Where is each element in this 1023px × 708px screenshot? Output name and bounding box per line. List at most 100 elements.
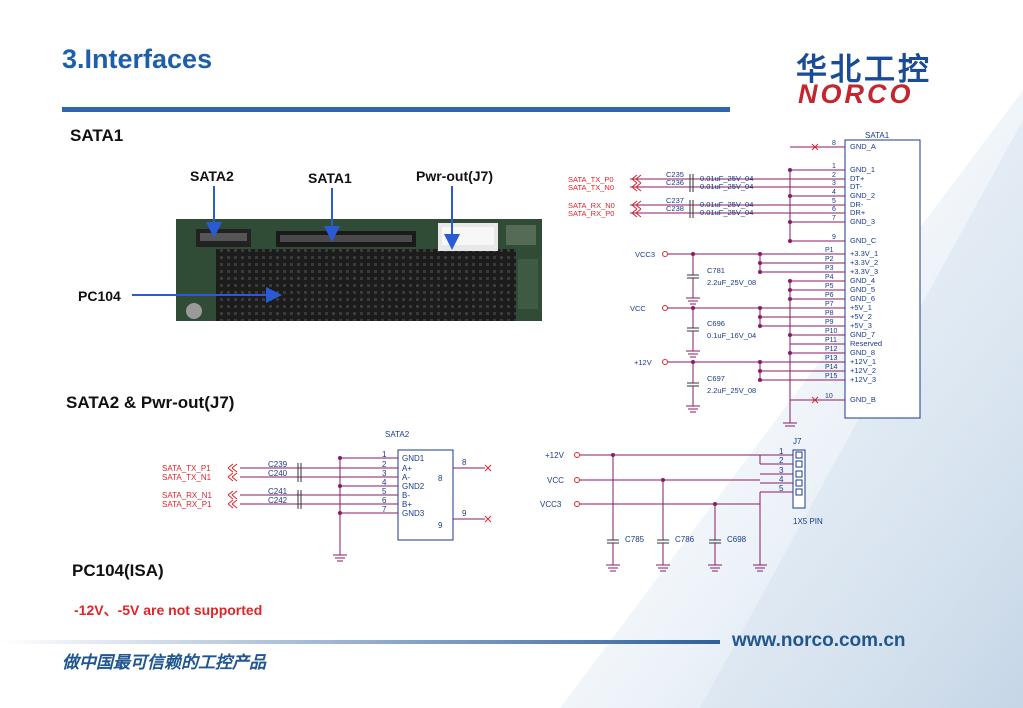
logo-english: NORCO: [798, 79, 914, 109]
cap-ref: C785: [625, 535, 645, 544]
pin-number-inner: 8: [438, 474, 443, 483]
pin-number: 7: [382, 505, 387, 514]
cap-value: 0.01uF_25V_04: [700, 182, 753, 191]
pin-name: DT+: [850, 174, 865, 183]
connector-title: SATA1: [865, 131, 890, 140]
photo-label-pwr-out: Pwr-out(J7): [416, 168, 493, 184]
cap-value: 0.01uF_25V_04: [700, 174, 753, 183]
pin-name: B-: [402, 491, 410, 500]
footer-divider: [0, 640, 720, 644]
rail-terminal: [662, 305, 668, 311]
pin-name: GND_6: [850, 294, 875, 303]
pin-name: GND_8: [850, 348, 875, 357]
pin-number: P5: [825, 283, 834, 290]
net-arrow: [631, 200, 642, 210]
coupling-capacitor: [297, 490, 302, 500]
unsupported-voltage-note: -12V、-5V are not supported: [74, 602, 263, 618]
pin-number: P4: [825, 274, 834, 281]
cap-ref: C781: [707, 266, 725, 275]
cap-ref: C242: [268, 496, 288, 505]
cap-ref: C697: [707, 374, 725, 383]
pin-number: 9: [832, 234, 836, 241]
pin-number: P10: [825, 328, 838, 335]
cap-ref: C236: [666, 178, 684, 187]
footer-url: www.norco.com.cn: [732, 630, 906, 651]
pin-number: 5: [779, 484, 784, 493]
pin-pad: [795, 460, 803, 468]
photo-label-pc104: PC104: [78, 288, 121, 304]
pin-number: 1: [779, 447, 784, 456]
page-title: 3.Interfaces: [62, 44, 213, 74]
net-arrow-chevron: [227, 490, 238, 500]
section-heading-sata1: SATA1: [70, 126, 124, 145]
pin-name: GND_B: [850, 395, 876, 404]
pin-name: GND3: [402, 509, 425, 518]
pin-pad: [795, 470, 803, 478]
pin-number: P9: [825, 319, 834, 326]
net-arrow: [227, 463, 238, 473]
wire: [484, 464, 492, 472]
rail-name: +12V: [634, 358, 652, 367]
pin-number: 1: [832, 163, 836, 170]
cap-ref: C238: [666, 204, 684, 213]
logo-chinese: 华北工控: [796, 52, 932, 88]
connector-body: [397, 449, 454, 541]
pin-name: +3.3V_3: [850, 267, 878, 276]
pin-number: 8: [462, 458, 467, 467]
pin-name: GND_1: [850, 165, 875, 174]
pin-number: 8: [832, 140, 836, 147]
pin-number: 6: [382, 496, 387, 505]
pin-number: 4: [779, 475, 784, 484]
decoupling-capacitor: [687, 382, 699, 387]
cap-ref: C696: [707, 319, 725, 328]
cap-value: 0.01uF_25V_04: [700, 200, 753, 209]
pin-number: 9: [462, 509, 467, 518]
cap-ref: C786: [675, 535, 695, 544]
pin-name: +5V_3: [850, 321, 872, 330]
photo-label-sata2: SATA2: [190, 168, 234, 184]
net-arrow-chevron: [631, 208, 642, 218]
section-heading-pc104: PC104(ISA): [72, 561, 164, 580]
decoupling-capacitor: [657, 539, 669, 544]
pin-name: DT-: [850, 182, 863, 191]
net-name: SATA_TX_N1: [162, 473, 212, 482]
pin-number: P14: [825, 364, 838, 371]
footer-slogan: 做中国最可信赖的工控产品: [62, 653, 266, 673]
pin-number-inner: 9: [438, 521, 443, 530]
pin-number: P7: [825, 301, 834, 308]
pin-name: GND_2: [850, 191, 875, 200]
net-name: SATA_TX_P1: [162, 464, 211, 473]
cap-ref: C235: [666, 170, 684, 179]
pin-number: P1: [825, 247, 834, 254]
pin-name: GND_4: [850, 276, 875, 285]
pin-number: P8: [825, 310, 834, 317]
ground-symbol: [656, 560, 670, 572]
net-name: SATA_TX_P0: [568, 175, 614, 184]
net-arrow-chevron: [631, 200, 642, 210]
net-arrow: [631, 208, 642, 218]
pin-name: +3.3V_2: [850, 258, 878, 267]
net-arrow: [227, 499, 238, 509]
rail-name: +12V: [545, 451, 565, 460]
pin-name: +5V_2: [850, 312, 872, 321]
pin-number: 3: [382, 469, 387, 478]
net-name: SATA_RX_P1: [162, 500, 212, 509]
pin-number: 10: [825, 393, 833, 400]
net-arrow: [631, 174, 642, 184]
pin-pad: [795, 451, 803, 459]
pin-pad: [795, 479, 803, 487]
cap-ref: C237: [666, 196, 684, 205]
pin-number: P11: [825, 337, 837, 344]
ground-symbol: [753, 560, 767, 572]
rail-name: VCC3: [540, 500, 562, 509]
pin-number: P12: [825, 346, 838, 353]
rail-name: VCC: [547, 476, 564, 485]
pin-name: DR-: [850, 200, 864, 209]
net-arrow-chevron: [227, 472, 238, 482]
pin-number: 4: [382, 478, 387, 487]
section-heading-sata2-pwr: SATA2 & Pwr-out(J7): [66, 393, 235, 412]
net-name: SATA_TX_N0: [568, 183, 614, 192]
